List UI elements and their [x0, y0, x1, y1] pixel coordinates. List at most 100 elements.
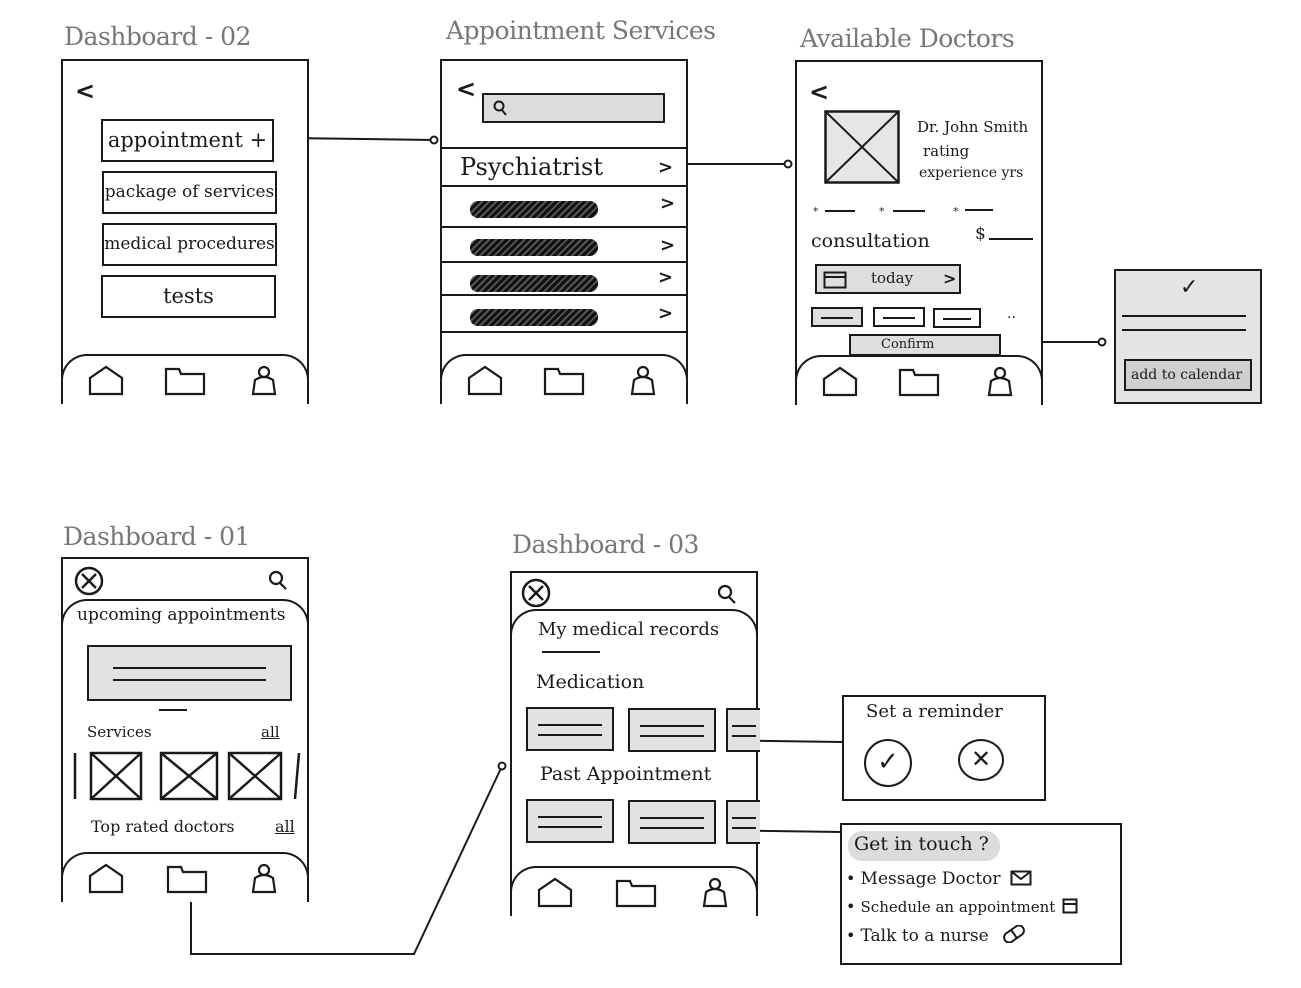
schedule-appointment-label: Schedule an appointment	[860, 898, 1056, 916]
time-slot[interactable]	[873, 307, 925, 327]
dashboard-02-title: Dashboard - 02	[64, 22, 251, 51]
talk-to-nurse-item[interactable]: • Talk to a nurse	[846, 924, 1028, 946]
appointment-services-screen: < Psychiatrist > > > > >	[440, 59, 688, 404]
more-slots[interactable]: ..	[1007, 306, 1016, 322]
past-appointment-label: Past Appointment	[540, 763, 712, 785]
home-icon[interactable]	[87, 862, 125, 894]
add-to-calendar-label: add to calendar	[1131, 367, 1243, 383]
folder-icon[interactable]	[614, 878, 658, 908]
get-in-touch-highlight	[848, 831, 1000, 861]
divider	[442, 147, 686, 149]
add-to-calendar-button[interactable]: add to calendar	[1124, 359, 1252, 391]
chevron-right-icon[interactable]: >	[658, 267, 674, 288]
profile-icon[interactable]	[249, 364, 279, 396]
bullet: •	[846, 897, 856, 916]
profile-icon[interactable]	[249, 862, 279, 894]
search-icon[interactable]	[716, 583, 738, 605]
confirm-button[interactable]: Confirm	[849, 334, 1001, 356]
time-slot[interactable]	[933, 308, 981, 328]
bottom-nav	[510, 866, 758, 916]
chevron-right-icon[interactable]: >	[658, 157, 674, 178]
close-icon[interactable]	[520, 577, 552, 609]
past-appointment-card-partial[interactable]	[726, 800, 760, 844]
doctor-name: Dr. John Smith	[917, 118, 1029, 136]
get-in-touch-title: Get in touch ?	[854, 833, 989, 855]
close-icon[interactable]	[73, 565, 105, 597]
home-icon[interactable]	[821, 365, 859, 397]
folder-icon[interactable]	[165, 864, 209, 894]
top-rated-all-link[interactable]: all	[275, 817, 295, 836]
mail-icon	[1010, 870, 1032, 886]
time-slot[interactable]	[811, 307, 863, 327]
appointment-button[interactable]: appointment +	[101, 119, 274, 162]
dashboard-03-title: Dashboard - 03	[512, 530, 699, 559]
message-doctor-item[interactable]: • Message Doctor	[846, 869, 1032, 889]
check-icon: ✓	[1180, 275, 1199, 300]
service-item-redacted[interactable]	[470, 309, 598, 326]
bottom-nav	[61, 354, 309, 404]
services-carousel[interactable]	[63, 749, 311, 805]
calendar-confirmation-popup: ✓ add to calendar	[1114, 269, 1262, 404]
service-item-redacted[interactable]	[470, 275, 598, 292]
date-picker-today[interactable]: today >	[815, 264, 961, 294]
chevron-right-icon[interactable]: >	[660, 193, 676, 214]
pill-icon	[1002, 924, 1025, 944]
schedule-appointment-item[interactable]: • Schedule an appointment	[846, 897, 1078, 916]
price-label: $	[975, 224, 986, 244]
rating-stars: ***	[813, 205, 993, 217]
service-item-psychiatrist[interactable]: Psychiatrist	[460, 153, 604, 181]
records-underline	[542, 651, 600, 653]
chevron-right-icon: >	[943, 269, 957, 288]
back-icon[interactable]: <	[75, 77, 96, 105]
search-input[interactable]	[482, 93, 665, 123]
medical-procedures-button[interactable]: medical procedures	[102, 223, 277, 266]
past-appointment-card[interactable]	[526, 799, 614, 843]
svg-text:*: *	[953, 205, 959, 217]
home-icon[interactable]	[466, 364, 504, 396]
calendar-icon	[1062, 898, 1078, 914]
medication-card-partial[interactable]	[726, 708, 760, 752]
profile-icon[interactable]	[628, 364, 658, 396]
folder-icon[interactable]	[897, 367, 941, 397]
home-icon[interactable]	[536, 876, 574, 908]
pagination-dots	[159, 709, 187, 711]
decline-reminder-button[interactable]: ✕	[958, 739, 1004, 781]
chevron-right-icon[interactable]: >	[660, 235, 676, 256]
dashboard-02-screen: < appointment + package of services medi…	[61, 59, 309, 404]
service-item-redacted[interactable]	[470, 239, 598, 256]
bottom-nav	[795, 355, 1043, 405]
divider	[442, 226, 686, 228]
calendar-icon	[823, 271, 847, 289]
past-appointment-card[interactable]	[628, 800, 716, 844]
upcoming-appointments-label: upcoming appointments	[77, 605, 286, 625]
back-icon[interactable]: <	[456, 75, 477, 103]
services-label: Services	[87, 723, 152, 741]
get-in-touch-popup: Get in touch ? • Message Doctor • Schedu…	[840, 823, 1122, 965]
divider	[1122, 329, 1246, 331]
svg-text:*: *	[879, 205, 885, 217]
search-icon[interactable]	[267, 569, 289, 591]
services-all-link[interactable]: all	[261, 723, 280, 741]
confirm-label: Confirm	[881, 337, 935, 352]
service-item-redacted[interactable]	[470, 201, 598, 218]
folder-icon[interactable]	[542, 366, 586, 396]
message-doctor-label: Message Doctor	[860, 869, 1001, 889]
bottom-nav	[61, 852, 309, 902]
tests-button[interactable]: tests	[101, 275, 276, 318]
medication-card[interactable]	[526, 707, 614, 751]
accept-reminder-button[interactable]: ✓	[864, 739, 912, 787]
medication-label: Medication	[536, 671, 645, 693]
package-of-services-button[interactable]: package of services	[102, 171, 277, 214]
home-icon[interactable]	[87, 364, 125, 396]
profile-icon[interactable]	[700, 876, 730, 908]
chevron-right-icon[interactable]: >	[658, 303, 674, 324]
back-icon[interactable]: <	[809, 78, 830, 106]
profile-icon[interactable]	[985, 365, 1015, 397]
bullet: •	[846, 926, 856, 945]
medication-card[interactable]	[628, 708, 716, 752]
appointment-card[interactable]	[87, 645, 292, 701]
set-reminder-popup: Set a reminder ✓ ✕	[842, 695, 1046, 801]
dashboard-03-screen: My medical records Medication Past Appoi…	[510, 571, 760, 916]
appointment-services-title: Appointment Services	[446, 16, 716, 45]
folder-icon[interactable]	[163, 366, 207, 396]
